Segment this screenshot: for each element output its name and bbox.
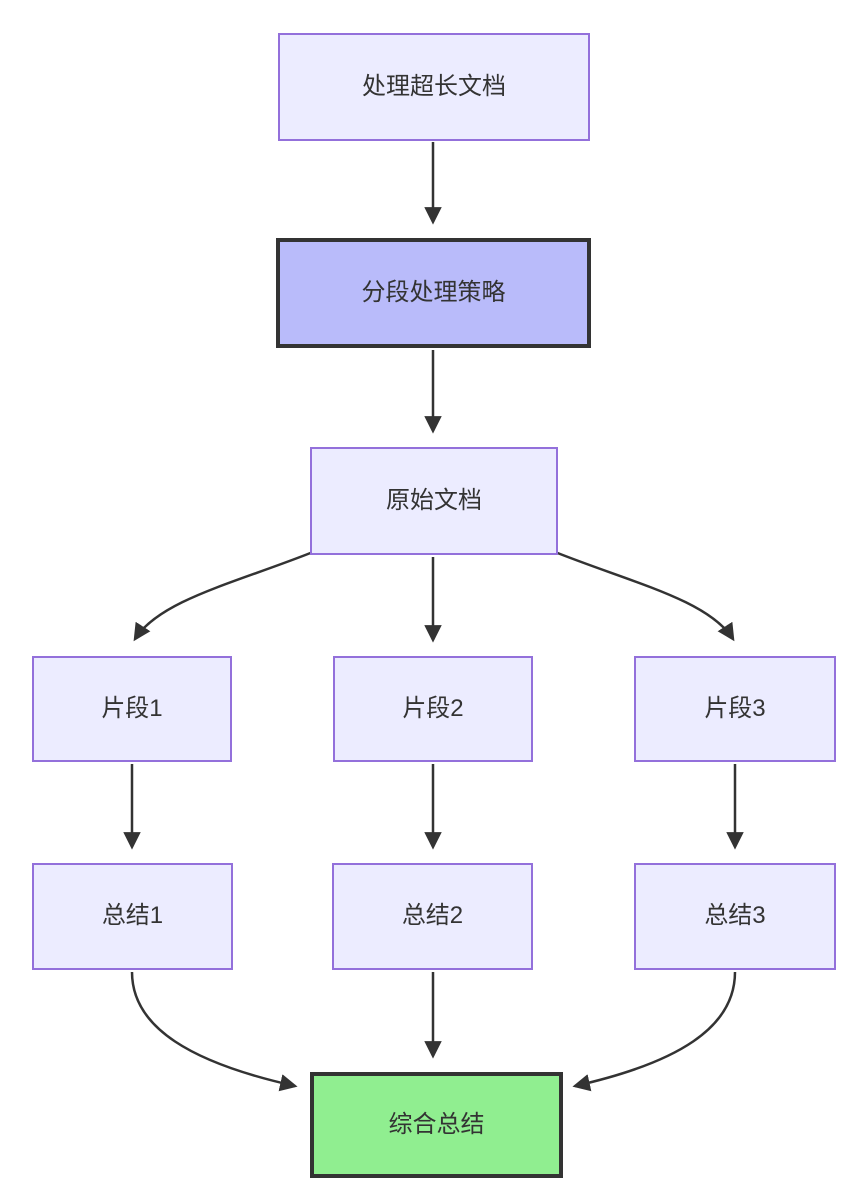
node-segment-2: 片段2	[333, 656, 533, 762]
edge-c-d3	[554, 550, 735, 642]
node-segment-1: 片段1	[32, 656, 232, 762]
node-combined-summary: 综合总结	[310, 1072, 563, 1178]
node-summary-3: 总结3	[634, 863, 836, 970]
node-segmentation-strategy: 分段处理策略	[276, 238, 591, 348]
node-summary-1: 总结1	[32, 863, 233, 970]
node-segment-3: 片段3	[634, 656, 836, 762]
edge-c-d1	[133, 550, 314, 642]
edge-e1-f	[130, 971, 298, 1092]
node-original-document: 原始文档	[310, 447, 558, 555]
node-summary-2: 总结2	[332, 863, 533, 970]
node-process-long-document: 处理超长文档	[278, 33, 590, 141]
edge-e3-f	[572, 971, 737, 1092]
